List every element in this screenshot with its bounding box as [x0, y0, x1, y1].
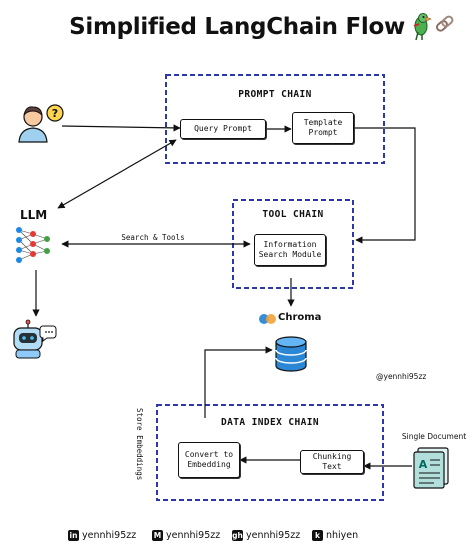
template-prompt-box: Template Prompt [292, 112, 354, 144]
flow-arrows [32, 124, 416, 470]
github-icon: gh [232, 530, 243, 541]
chunking-text-box: Chunking Text [300, 450, 364, 474]
page-title: Simplified LangChain Flow [69, 14, 405, 40]
footer-kaggle-text: nhiyen [326, 530, 359, 541]
footer-github[interactable]: gh yennhi95zz [232, 530, 300, 541]
footer-github-text: yennhi95zz [246, 530, 301, 541]
kaggle-icon: k [312, 530, 323, 541]
document-icon: A [413, 447, 449, 489]
handle-label: @yennhi95zz [376, 372, 427, 381]
chroma-logo-icon [259, 314, 276, 324]
search-tools-label: Search & Tools [121, 233, 185, 242]
prompt-chain-title: PROMPT CHAIN [238, 89, 312, 100]
chroma-label: Chroma [278, 312, 322, 323]
medium-icon: M [152, 530, 163, 541]
single-document-label: Single Document [401, 432, 467, 441]
arrow-llm-to-prompt [57, 139, 177, 209]
linkedin-icon: in [68, 530, 79, 541]
footer-kaggle[interactable]: k nhiyen [312, 530, 358, 541]
footer-medium-text: yennhi95zz [166, 530, 221, 541]
data-index-chain-title: DATA INDEX CHAIN [221, 417, 319, 428]
tool-chain-title: TOOL CHAIN [262, 209, 324, 220]
arrow-user-to-query [61, 124, 181, 132]
footer: in yennhi95zz M yennhi95zz gh yennhi95zz… [0, 530, 474, 550]
convert-embedding-box: Convert to Embedding [178, 442, 240, 478]
parrot-icon [413, 13, 432, 41]
arrow-template-to-tool [354, 127, 416, 244]
neural-network-icon [16, 227, 50, 263]
store-embeddings-label: Store Embeddings [135, 408, 144, 481]
arrow-convert-to-database [204, 346, 273, 418]
robot-chatbot-icon [13, 319, 57, 359]
prompt-chain-box [165, 74, 385, 164]
llm-label: LLM [20, 208, 48, 222]
link-icon [435, 15, 454, 32]
user-question-icon: ? [18, 104, 64, 143]
footer-linkedin[interactable]: in yennhi95zz [68, 530, 136, 541]
query-prompt-box: Query Prompt [180, 119, 266, 139]
info-search-module-box: Information Search Module [254, 234, 326, 266]
database-icon [275, 336, 307, 372]
svg-text:?: ? [52, 107, 58, 120]
footer-medium[interactable]: M yennhi95zz [152, 530, 220, 541]
data-index-chain-box [156, 404, 384, 501]
footer-linkedin-text: yennhi95zz [82, 530, 137, 541]
svg-text:A: A [419, 458, 428, 471]
